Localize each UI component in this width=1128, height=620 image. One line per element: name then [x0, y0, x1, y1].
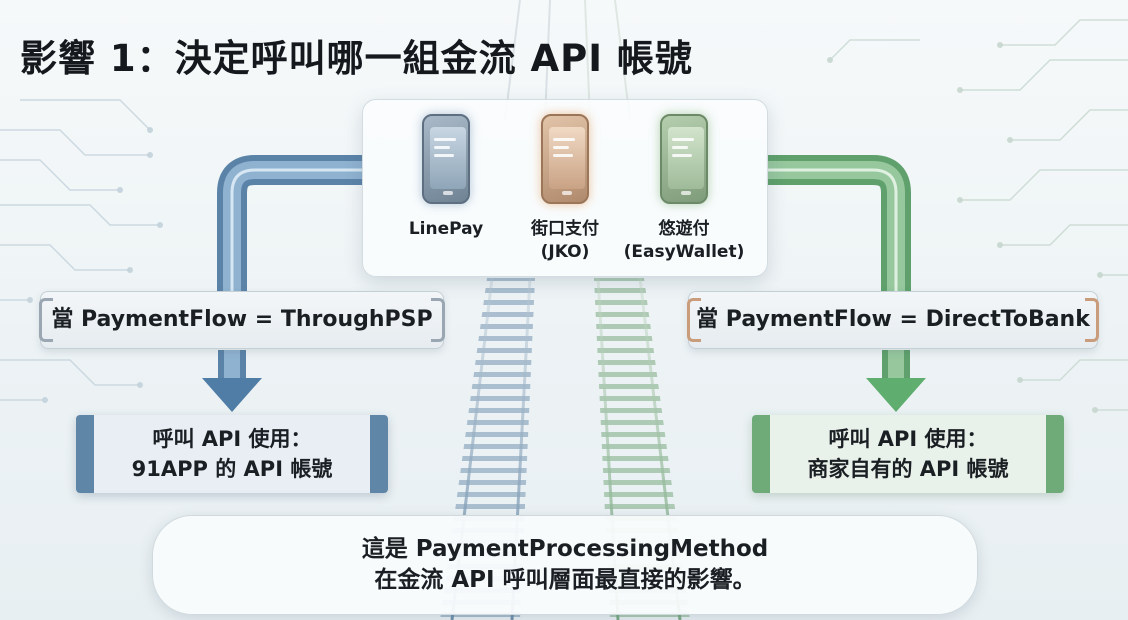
phone-icon-jko — [541, 114, 589, 204]
summary-note: 這是 PaymentProcessingMethod 在金流 API 呼叫層面最… — [152, 515, 978, 615]
result-right-line2: 商家自有的 API 帳號 — [807, 457, 1009, 481]
result-left-line1: 呼叫 API 使用： — [152, 427, 312, 451]
flow-path-right — [766, 155, 911, 380]
summary-line2: 在金流 API 呼叫層面最直接的影響。 — [374, 567, 756, 593]
circuit-pattern-right — [829, 19, 1128, 411]
result-merchant-account: 呼叫 API 使用： 商家自有的 API 帳號 — [752, 415, 1064, 493]
summary-line1: 這是 PaymentProcessingMethod — [361, 536, 769, 562]
result-right-line1: 呼叫 API 使用： — [828, 427, 988, 451]
circuit-nodes-right — [827, 42, 1103, 413]
condition-direct-to-bank: 當 PaymentFlow = DirectToBank — [687, 291, 1099, 349]
wallet-panel: LinePay 街口支付 (JKO) 悠遊付 (EasyWallet) — [362, 99, 768, 277]
result-91app-account: 呼叫 API 使用： 91APP 的 API 帳號 — [76, 415, 388, 493]
condition-through-psp: 當 PaymentFlow = ThroughPSP — [39, 291, 445, 349]
down-arrow-left — [202, 378, 262, 412]
wallet-label-jko: 街口支付 (JKO) — [531, 219, 599, 262]
wallet-label-linepay: LinePay — [408, 219, 484, 239]
phone-icon-easywallet — [660, 114, 708, 204]
flow-path-left — [217, 155, 362, 380]
circuit-nodes-left — [27, 127, 163, 403]
page-title: 影響 1：決定呼叫哪一組金流 API 帳號 — [20, 37, 693, 80]
down-arrow-right — [866, 378, 926, 412]
phone-icon-linepay — [422, 114, 470, 204]
result-left-line2: 91APP 的 API 帳號 — [131, 457, 333, 481]
wallet-label-easywallet: 悠遊付 (EasyWallet) — [623, 219, 745, 262]
circuit-pattern-left — [0, 99, 160, 401]
